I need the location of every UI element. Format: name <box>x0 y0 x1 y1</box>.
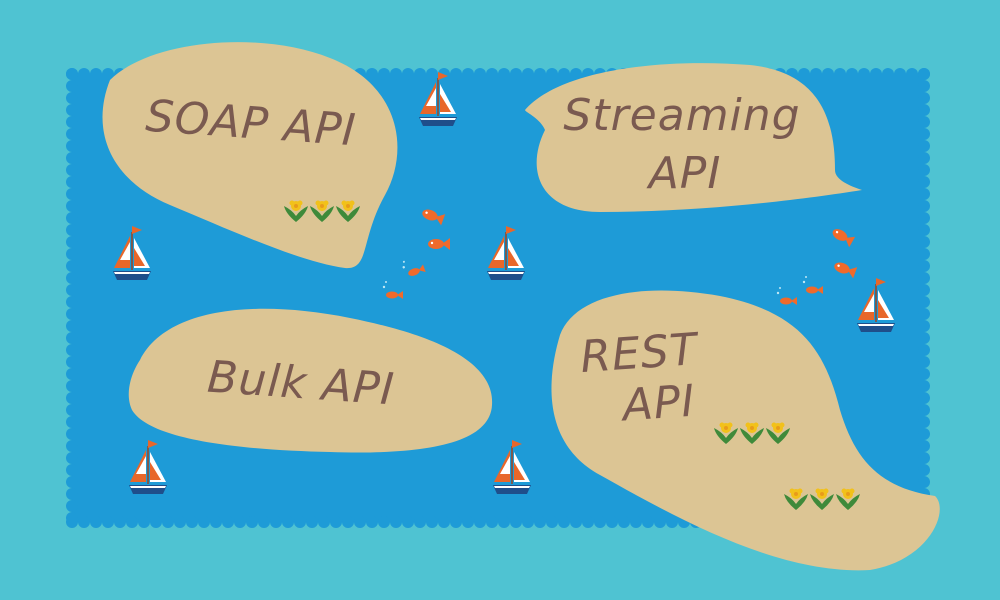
island-rest-label-line1: REST <box>579 324 702 383</box>
island-rest: REST API <box>551 290 940 571</box>
island-streaming-label-line2: API <box>646 148 722 199</box>
island-streaming: Streaming API <box>525 63 862 213</box>
island-soap: SOAP API <box>102 42 398 269</box>
island-streaming-shape <box>525 63 862 213</box>
island-streaming-label-line1: Streaming <box>563 90 800 141</box>
island-bulk: Bulk API <box>128 308 493 453</box>
island-bulk-shape <box>128 308 493 453</box>
island-soap-shape <box>102 42 398 269</box>
island-rest-label-line2: API <box>618 376 697 432</box>
